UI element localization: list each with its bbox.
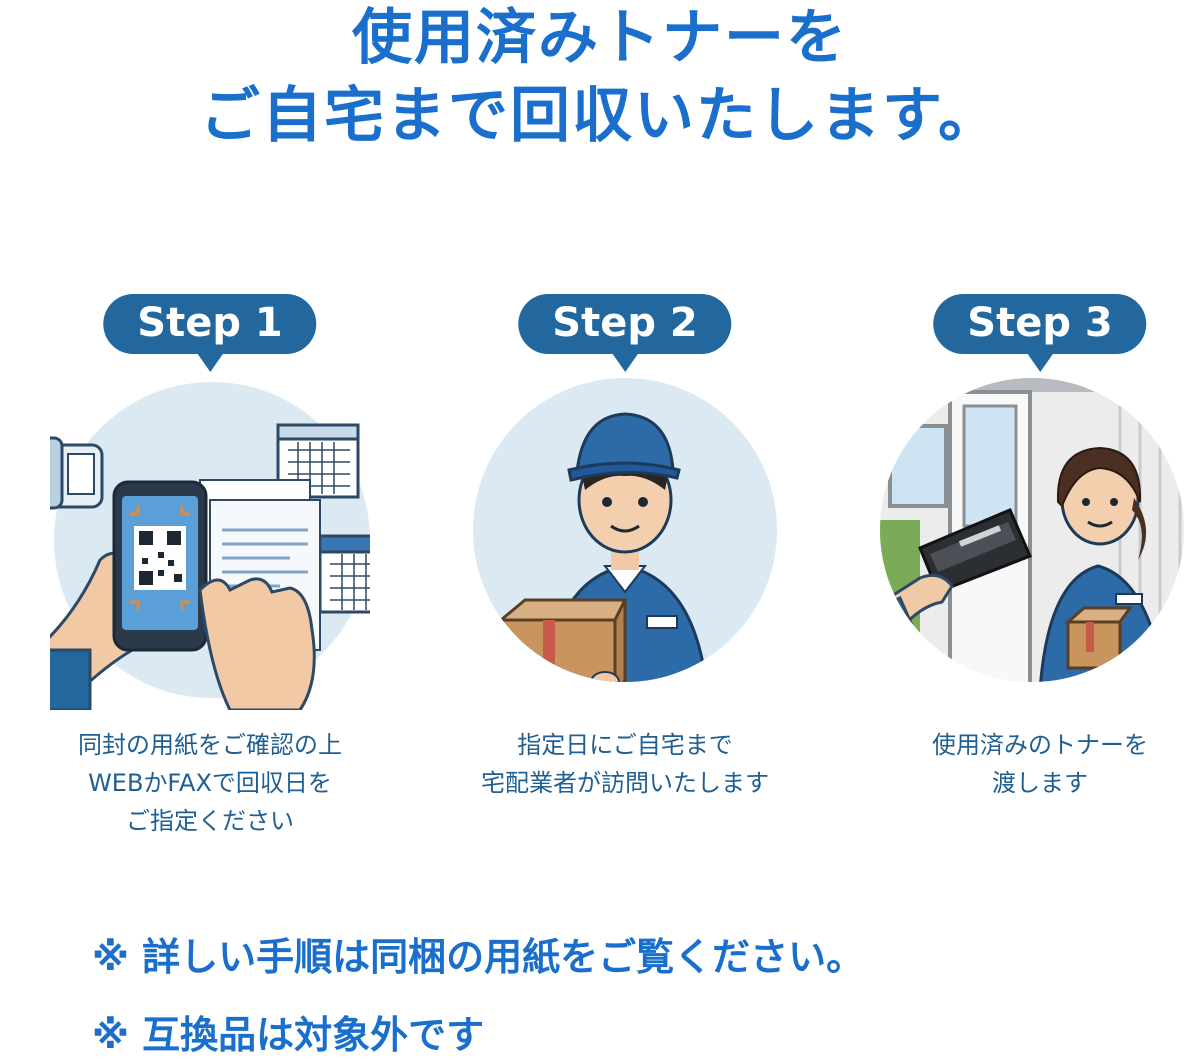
step-1-caption: 同封の用紙をご確認の上 WEBかFAXで回収日を ご指定ください xyxy=(50,726,370,840)
caption-line: 使用済みのトナーを xyxy=(932,731,1148,759)
smartphone-icon xyxy=(112,480,208,652)
cardboard-box-icon xyxy=(1064,606,1133,670)
step-1-illustration xyxy=(50,382,370,710)
step-3-badge: Step 3 xyxy=(933,294,1147,354)
note-exclusion: ※ 互換品は対象外です xyxy=(92,1013,485,1057)
headline-line-2: ご自宅まで回収いたします。 xyxy=(200,81,1000,151)
caption-line: 宅配業者が訪問いたします xyxy=(481,769,769,797)
caption-line: 指定日にご自宅まで xyxy=(517,731,733,759)
caption-line: 渡します xyxy=(992,769,1088,797)
step-2: Step 2 指定日にご xyxy=(465,290,785,797)
caption-line: ご指定ください xyxy=(126,807,294,835)
step-1: Step 1 xyxy=(50,290,370,835)
caption-line: 同封の用紙をご確認の上 xyxy=(78,731,342,759)
step-3-caption: 使用済みのトナーを 渡します xyxy=(880,726,1200,802)
calendar-icon xyxy=(318,534,370,614)
step-2-badge: Step 2 xyxy=(518,294,732,354)
step-2-caption: 指定日にご自宅まで 宅配業者が訪問いたします xyxy=(465,726,785,802)
step-3: Step 3 xyxy=(880,290,1200,797)
step-3-illustration xyxy=(880,378,1184,682)
qr-code-icon xyxy=(139,531,182,585)
cardboard-box-icon xyxy=(496,598,628,682)
step-1-badge: Step 1 xyxy=(103,294,317,354)
headline-line-1: 使用済みトナーを xyxy=(352,3,848,73)
telephone-icon xyxy=(50,436,104,510)
caption-line: WEBかFAXで回収日を xyxy=(88,769,332,797)
note-procedure: ※ 詳しい手順は同梱の用紙をご覧ください。 xyxy=(92,935,865,979)
step-2-illustration xyxy=(473,378,777,682)
